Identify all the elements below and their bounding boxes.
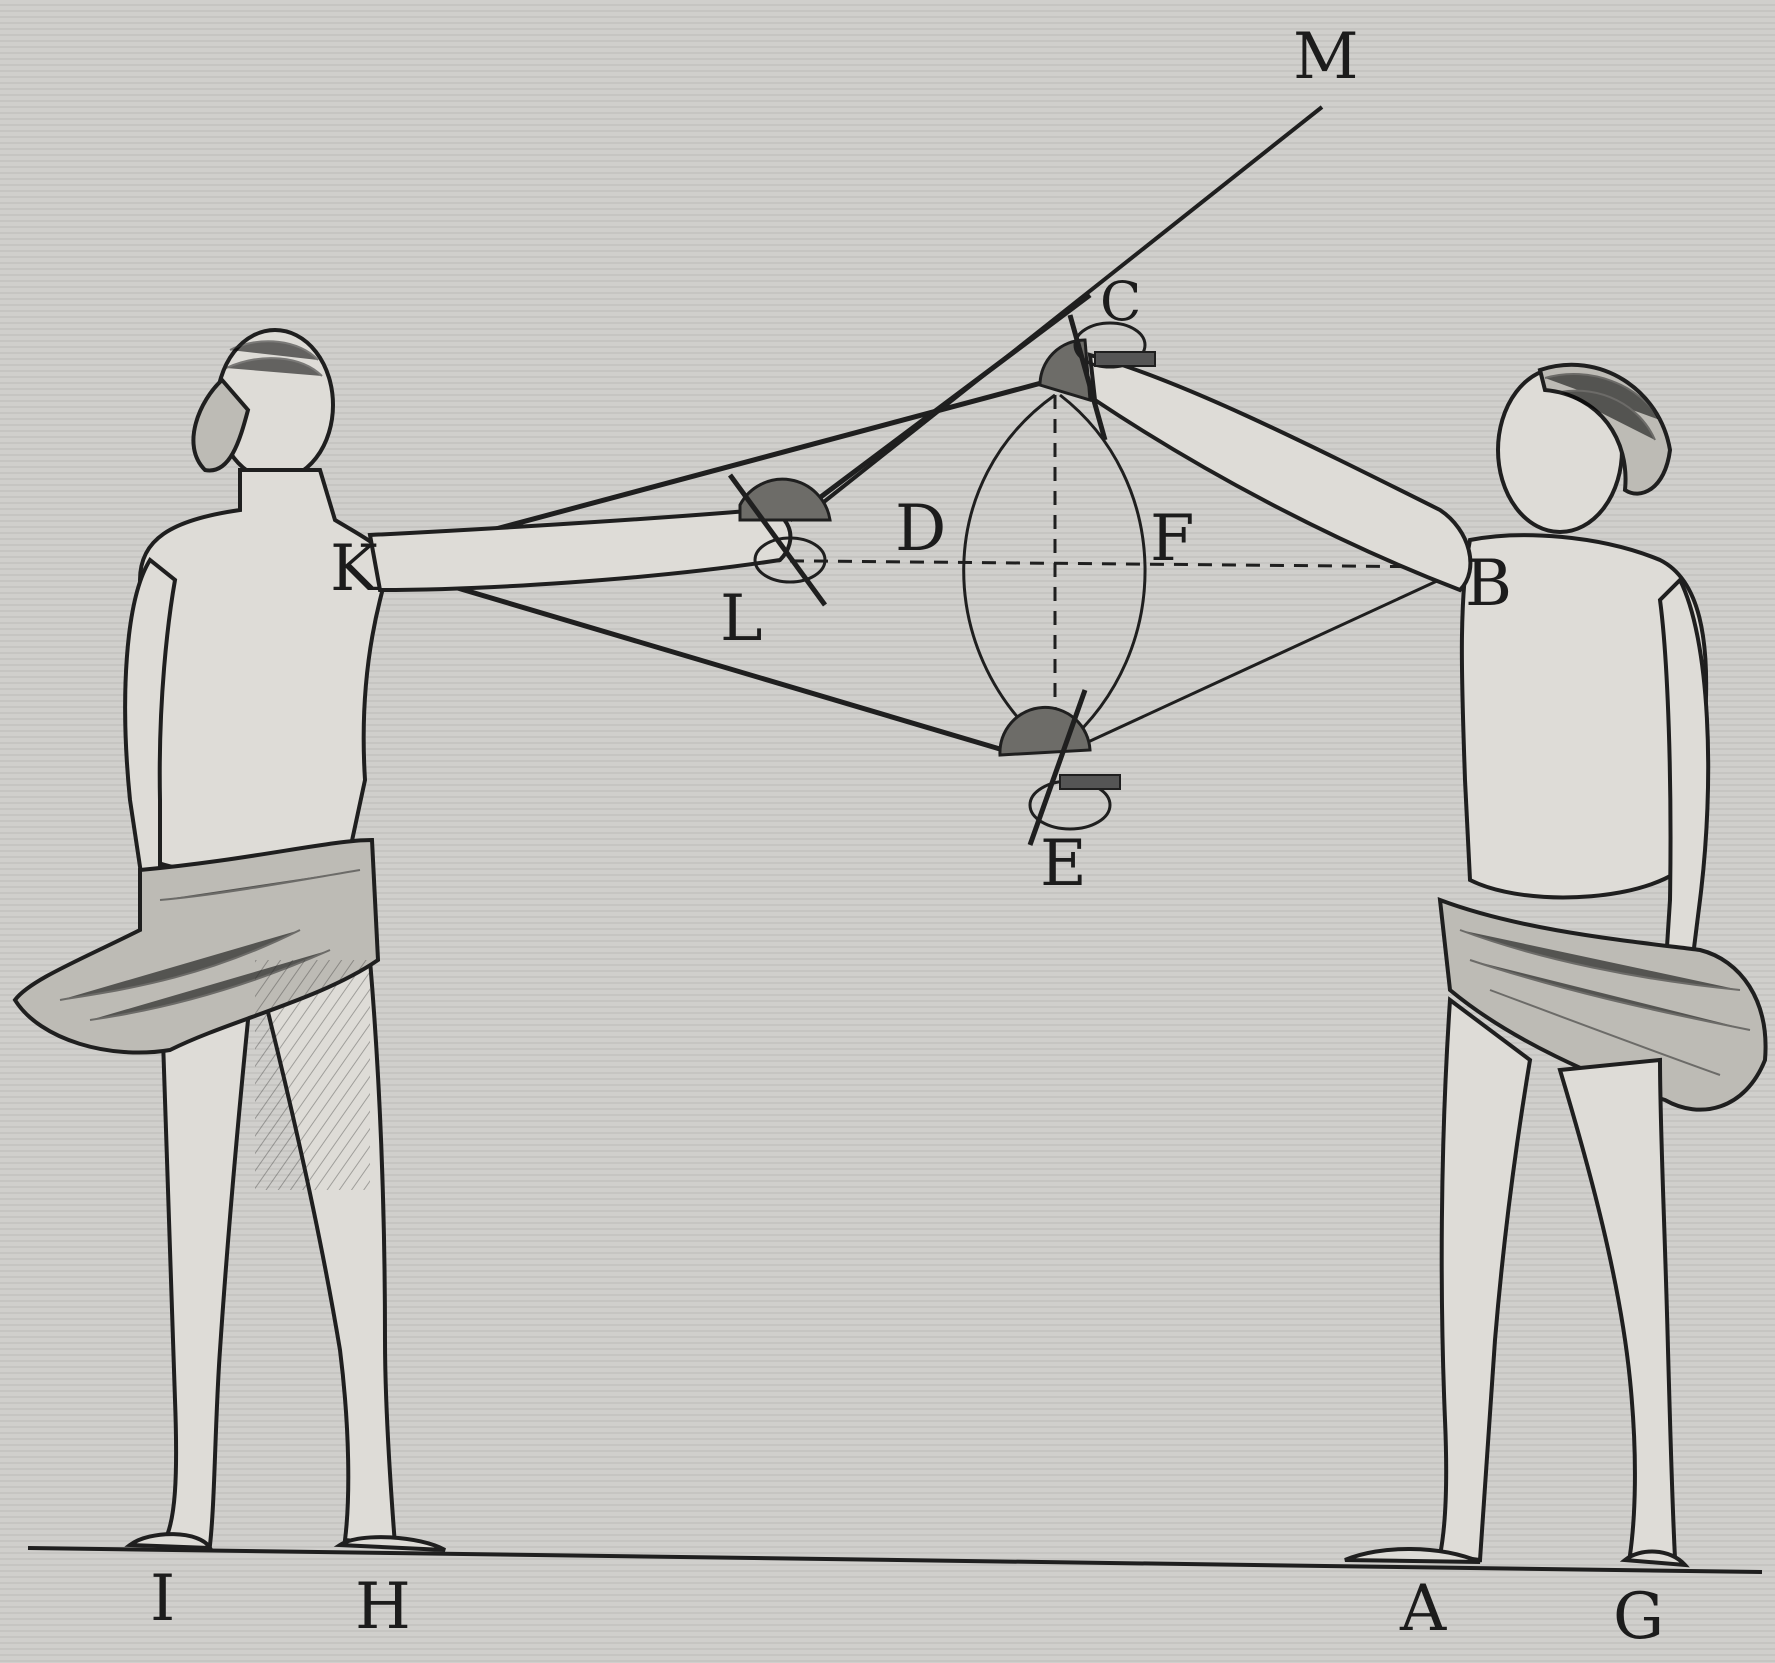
label-e: E	[1040, 827, 1087, 901]
label-b: B	[1465, 547, 1512, 621]
label-l: L	[720, 582, 763, 656]
label-f: F	[1150, 502, 1194, 576]
label-d: D	[895, 492, 946, 566]
label-a: A	[1399, 1572, 1447, 1646]
label-k: K	[330, 532, 379, 606]
label-i: I	[150, 1562, 175, 1636]
label-g: G	[1613, 1580, 1664, 1654]
label-m: M	[1293, 20, 1359, 94]
label-h: H	[355, 1570, 411, 1644]
label-c: C	[1100, 270, 1141, 333]
